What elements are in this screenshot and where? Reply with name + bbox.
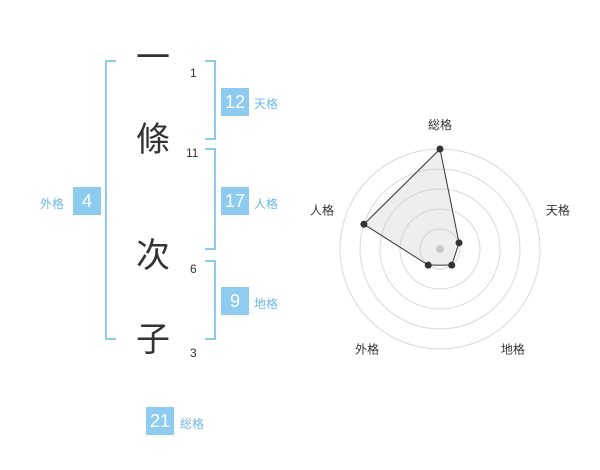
radar-axis-label-4: 外格	[355, 341, 379, 356]
gaikaku-badge: 4	[73, 187, 101, 215]
soukaku-label: 総格	[180, 417, 205, 431]
tenkaku-bracket	[205, 60, 216, 140]
chikaku-badge: 9	[221, 287, 249, 315]
tenkaku-label: 天格	[254, 97, 279, 111]
name-char-1: 一	[136, 38, 170, 78]
chikaku-label: 地格	[254, 297, 279, 311]
radar-point-2	[455, 239, 463, 247]
stroke-count-1: 1	[190, 66, 197, 80]
radar-axis-label-2: 天格	[546, 203, 570, 218]
radar-ring	[379, 188, 501, 310]
tenkaku-badge: 12	[221, 88, 249, 116]
radar-ring	[419, 228, 461, 270]
jinkaku-label: 人格	[254, 197, 279, 211]
radar-point-1	[436, 145, 444, 153]
name-char-4: 子	[136, 320, 170, 360]
stroke-count-3: 6	[190, 262, 197, 276]
radar-axis-label-3: 地格	[501, 341, 525, 356]
stroke-count-2: 11	[186, 146, 199, 160]
gaikaku-bracket	[105, 60, 116, 340]
radar-ring	[359, 168, 521, 330]
chikaku-bracket	[205, 260, 216, 340]
radar-axis-label-5: 人格	[310, 203, 334, 218]
radar-axis-label-1: 総格	[428, 117, 452, 132]
radar-point-3	[448, 261, 456, 269]
name-char-2: 條	[136, 120, 170, 160]
name-char-3: 次	[136, 236, 170, 276]
jinkaku-badge: 17	[221, 187, 249, 215]
stroke-count-4: 3	[190, 346, 197, 360]
radar-point-4	[424, 261, 432, 269]
radar-center-dot	[436, 245, 444, 253]
gaikaku-label: 外格	[40, 197, 65, 211]
radar-ring	[399, 208, 481, 290]
radar-point-5	[360, 220, 368, 228]
radar-value-polygon	[363, 147, 460, 266]
soukaku-badge: 21	[146, 407, 174, 435]
jinkaku-bracket	[205, 148, 216, 250]
